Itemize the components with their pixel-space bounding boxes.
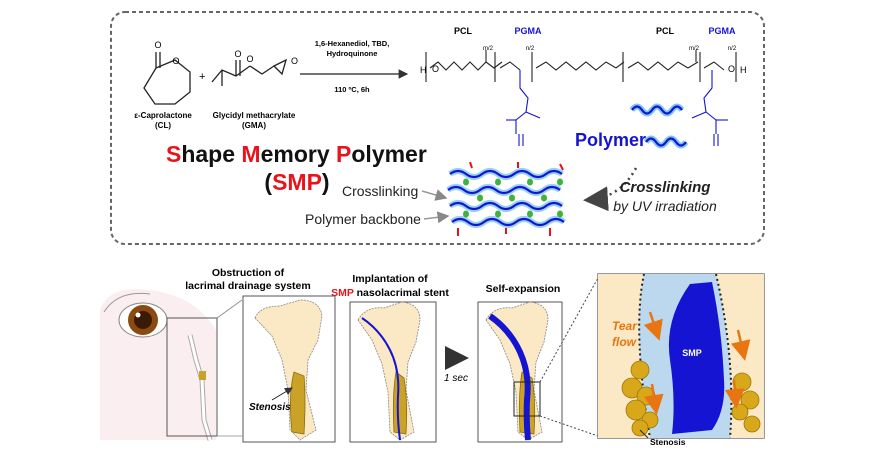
backbone-pointer (423, 211, 450, 224)
uv-label-line2: by UV irradiation (613, 198, 717, 214)
subscript-m2-a: m/2 (483, 46, 494, 52)
eye-illustration (100, 289, 216, 441)
conditions-line1: 1,6-Hexanediol, TBD, (315, 39, 390, 48)
uv-crosslinking-arrow (583, 167, 638, 212)
svg-text:O: O (246, 54, 253, 64)
obstruction-title-line2: lacrimal drainage system (185, 280, 310, 292)
o-left: O (432, 64, 439, 74)
pendant-methacrylate-right (691, 70, 728, 146)
pcl-label-right: PCL (656, 26, 675, 36)
reactant1-abbr: (CL) (155, 121, 171, 130)
time-label: 1 sec (444, 373, 468, 384)
plus-sign: + (199, 71, 205, 83)
zoom-stenosis-label: Stenosis (650, 437, 686, 447)
reactant1-name: ε-Caprolactone (134, 111, 192, 120)
obstruction-title-line1: Obstruction of (212, 267, 285, 279)
polymer-label: Polymer (575, 130, 646, 150)
h-right: H (740, 65, 747, 75)
crosslinking-pointer (421, 189, 448, 201)
subscript-m2-b: m/2 (689, 46, 700, 52)
stenosis-label: Stenosis (249, 402, 291, 413)
conditions-line3: 110 ºC, 6h (334, 85, 370, 94)
polymer-chain-structure (425, 50, 737, 82)
o-right: O (728, 64, 735, 74)
svg-text:O: O (154, 40, 161, 50)
panel-self-expansion (477, 301, 563, 443)
gma-structure (211, 58, 288, 86)
smp-title: Shape Memory Polymer (166, 141, 427, 167)
svg-text:O: O (291, 56, 298, 66)
reactant2-abbr: (GMA) (242, 121, 266, 130)
reactant2-name: Glycidyl methacrylate (213, 111, 296, 120)
smp-abbreviation: (SMP) (264, 169, 329, 195)
crosslinked-network (446, 161, 566, 236)
uv-label-line1: Crosslinking (620, 179, 711, 196)
svg-text:O: O (172, 56, 179, 66)
backbone-label: Polymer backbone (305, 211, 421, 227)
pgma-label-left: PGMA (515, 26, 543, 36)
pcl-label-left: PCL (454, 26, 473, 36)
zoom-smp-label: SMP (682, 348, 702, 358)
panel-implantation (349, 301, 437, 443)
subscript-n2-a: n/2 (526, 46, 535, 52)
h-left: H (420, 65, 427, 75)
svg-text:O: O (234, 49, 241, 59)
panel-obstruction: Stenosis (242, 295, 336, 443)
scheme-frame (110, 11, 765, 245)
subscript-n2-b: n/2 (728, 46, 737, 52)
pgma-label-right: PGMA (709, 26, 737, 36)
caprolactone-structure (143, 52, 191, 105)
inset-box-obstruction (166, 317, 218, 437)
implant-title-line1: Implantation of (352, 273, 428, 285)
zoom-panel (597, 273, 765, 439)
self-expansion-title: Self-expansion (486, 283, 561, 295)
implant-title-line2: SMP nasolacrimal stent (331, 287, 449, 299)
pendant-methacrylate-left (506, 70, 541, 146)
tear-flow-line1: Tear (612, 319, 638, 333)
polymer-strands (629, 103, 689, 149)
crosslinking-label: Crosslinking (342, 183, 418, 199)
conditions-line2: Hydroquinone (327, 49, 378, 58)
tear-flow-line2: flow (612, 335, 637, 349)
